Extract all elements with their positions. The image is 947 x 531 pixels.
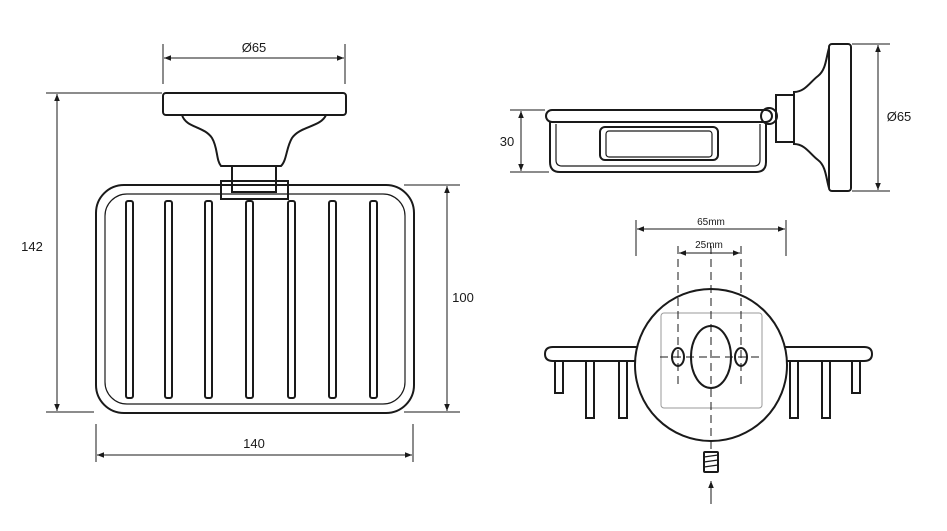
basket-side-body — [549, 122, 767, 173]
dimension-plate-diameter: Ø65 — [852, 43, 912, 192]
dimension-label: 65mm — [697, 217, 725, 228]
arm-block — [775, 94, 795, 143]
screw-icon — [703, 451, 719, 473]
dimension-label: 25mm — [695, 240, 723, 251]
basket-side-slot-inner — [605, 130, 713, 158]
basket-leg — [851, 360, 861, 394]
rail-left — [543, 346, 637, 362]
basket-bar — [369, 200, 378, 399]
basket-top-rail — [545, 109, 773, 123]
dimension-basket-height: 100 — [404, 184, 474, 413]
basket-side-slot — [599, 126, 719, 161]
basket-bars — [125, 200, 378, 399]
basket-bar — [245, 200, 254, 399]
side-view: 30 Ø65 — [500, 43, 912, 192]
basket-bar — [328, 200, 337, 399]
basket-leg — [618, 360, 628, 419]
basket-leg — [821, 360, 831, 419]
backplate-neck — [181, 114, 327, 167]
dimension-hole-spacing: 25mm — [679, 240, 740, 256]
backplate-profile — [793, 47, 830, 189]
dimension-label: Ø65 — [887, 109, 912, 124]
basket-outer-frame — [95, 184, 415, 414]
basket-legs — [554, 360, 861, 419]
front-view: Ø65 142 100 140 — [21, 40, 474, 462]
basket-inner-frame — [104, 193, 406, 405]
dimension-label: 100 — [452, 290, 474, 305]
dimension-label: Ø65 — [242, 40, 267, 55]
basket-bar — [204, 200, 213, 399]
dimension-backplate-diameter: Ø65 — [162, 40, 346, 84]
backplate-side — [828, 43, 852, 192]
mounting-view: 65mm 25mm — [543, 217, 874, 504]
rail-right — [784, 346, 874, 362]
dimension-depth: 30 — [500, 109, 549, 173]
dimension-label: 142 — [21, 239, 43, 254]
basket-side-inner — [555, 124, 761, 167]
dimension-label: 140 — [243, 436, 265, 451]
basket-leg — [554, 360, 564, 394]
basket-bar — [164, 200, 173, 399]
basket-bar — [125, 200, 134, 399]
backplate-top — [162, 92, 347, 116]
dimension-label: 30 — [500, 134, 514, 149]
basket-bar — [287, 200, 296, 399]
basket-leg — [585, 360, 595, 419]
mounting-block — [231, 165, 277, 193]
basket-leg — [789, 360, 799, 419]
dimension-basket-width: 140 — [95, 424, 414, 462]
dimension-hole-span: 65mm — [635, 217, 787, 256]
dimension-total-height: 142 — [21, 92, 162, 413]
clamp-bar — [220, 180, 289, 200]
